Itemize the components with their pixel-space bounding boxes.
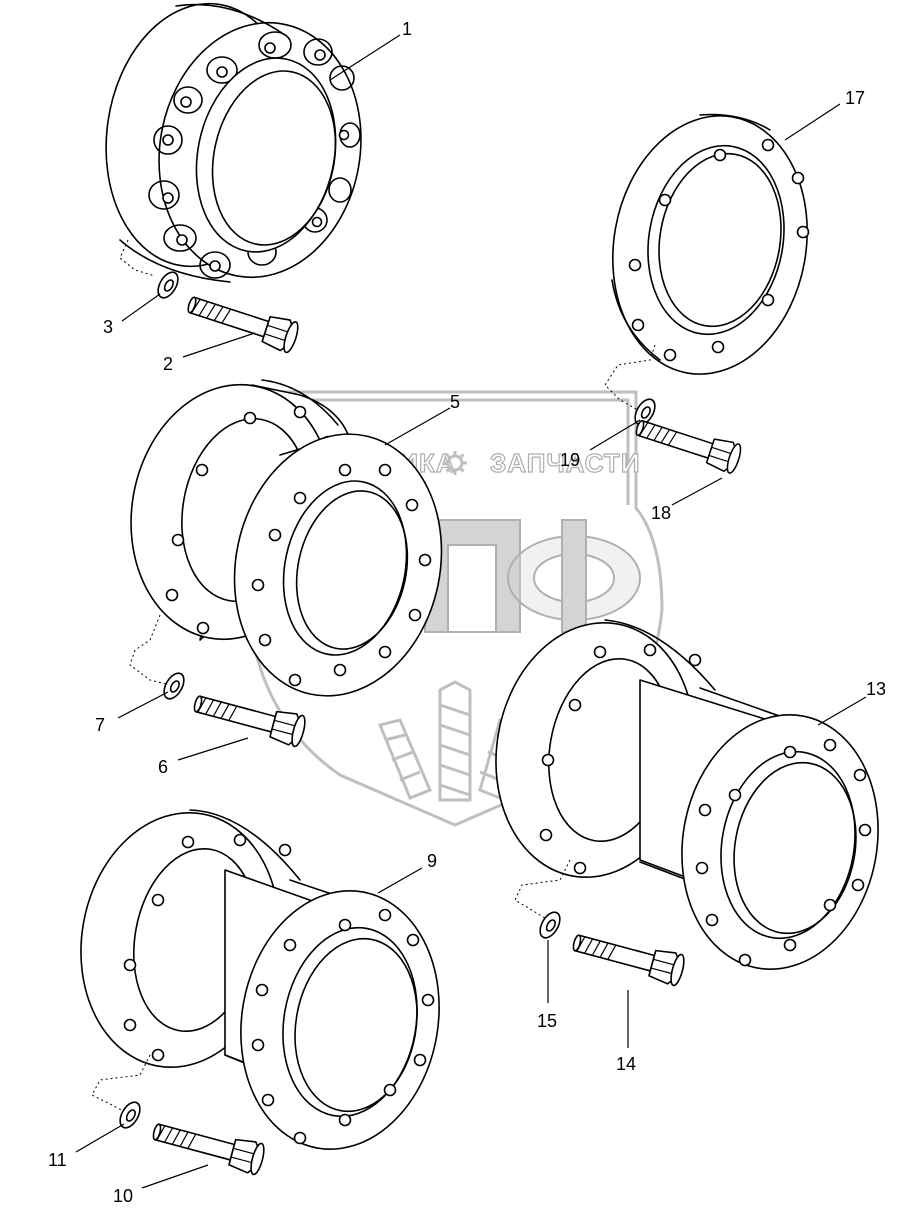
callout-15: 15	[537, 1011, 557, 1031]
callout-6: 6	[158, 757, 168, 777]
callout-9: 9	[427, 851, 437, 871]
part-9-spacer-spool	[80, 809, 440, 1150]
callout-17: 17	[845, 88, 865, 108]
part-13-spacer-spool	[495, 619, 879, 970]
part-2-bolt	[183, 288, 302, 355]
callout-11: 11	[48, 1150, 67, 1170]
callout-14: 14	[616, 1054, 636, 1074]
part-5-flange-adapter	[129, 379, 443, 697]
part-1-coupling-ring	[105, 2, 362, 283]
callout-7: 7	[95, 715, 105, 735]
part-14-bolt	[569, 925, 688, 988]
callout-18: 18	[651, 503, 671, 523]
part-3-washer	[153, 268, 183, 302]
part-10-bolt	[149, 1114, 268, 1177]
callout-13: 13	[866, 679, 886, 699]
callout-2: 2	[163, 354, 173, 374]
callout-labels: 1 2 3 5 6 7 9 10 11 13 14 15 17 18 19	[48, 19, 886, 1206]
callout-1: 1	[402, 19, 412, 39]
callout-10: 10	[113, 1186, 133, 1206]
gear-icon	[443, 451, 467, 475]
callout-5: 5	[450, 392, 460, 412]
part-18-bolt	[631, 411, 744, 476]
part-6-bolt	[190, 686, 309, 749]
leader-lines	[75, 34, 867, 1189]
part-7-washer	[159, 669, 189, 703]
watermark-text-right: ЗАПЧАСТИ	[490, 448, 641, 478]
callout-19: 19	[560, 450, 580, 470]
part-17-flange-ring	[604, 113, 810, 411]
callout-3: 3	[103, 317, 113, 337]
part-15-washer	[535, 908, 565, 942]
